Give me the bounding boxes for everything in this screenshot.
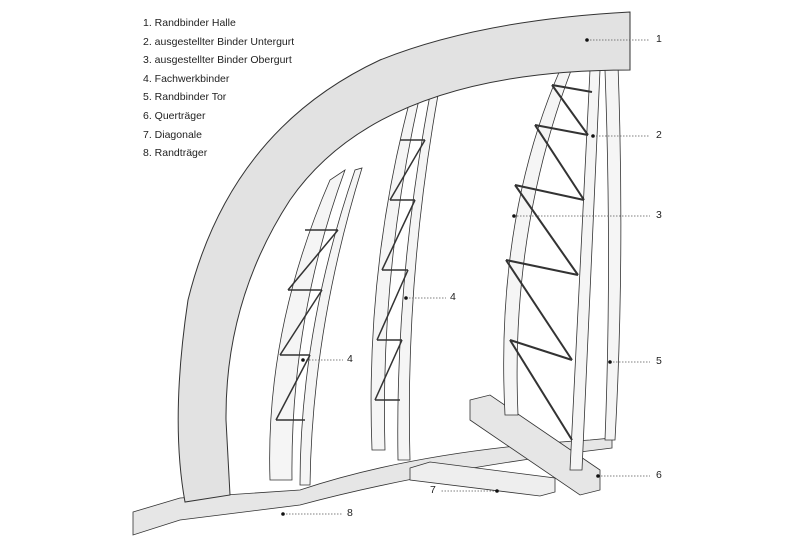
- callout-1: 1: [656, 33, 662, 45]
- callout-4-middle: 4: [450, 291, 456, 303]
- legend-item: 1. Randbinder Halle: [143, 17, 236, 29]
- legend-item: 7. Diagonale: [143, 128, 202, 141]
- legend: 1. Randbinder Halle 2. ausgestellter Bin…: [143, 14, 294, 163]
- diagonal: [409, 461, 556, 497]
- callout-4-left: 4: [347, 353, 353, 365]
- legend-item: 6. Querträger: [143, 109, 206, 122]
- legend-item: 8. Randträger: [143, 147, 208, 160]
- gate-edge-beam: [604, 64, 622, 441]
- legend-item: 5. Randbinder Tor: [143, 91, 227, 104]
- legend-item: 4. Fachwerkbinder: [143, 72, 230, 85]
- legend-item: 3. ausgestellter Binder Obergurt: [143, 54, 292, 67]
- callout-5: 5: [656, 355, 662, 367]
- edge-beam: [132, 437, 613, 536]
- callout-6: 6: [656, 469, 662, 481]
- cross-beam: [469, 394, 601, 496]
- callout-leaders: [283, 39, 650, 515]
- callout-7: 7: [430, 484, 436, 496]
- truss-right: [503, 67, 573, 416]
- truss-left: [269, 168, 346, 481]
- legend-item: 2. ausgestellter Binder Untergurt: [143, 35, 295, 48]
- hall-edge-arch: [177, 11, 631, 503]
- callout-3: 3: [656, 209, 662, 221]
- callout-2: 2: [656, 129, 662, 141]
- callout-8: 8: [347, 507, 353, 519]
- callout-dots: [281, 38, 612, 516]
